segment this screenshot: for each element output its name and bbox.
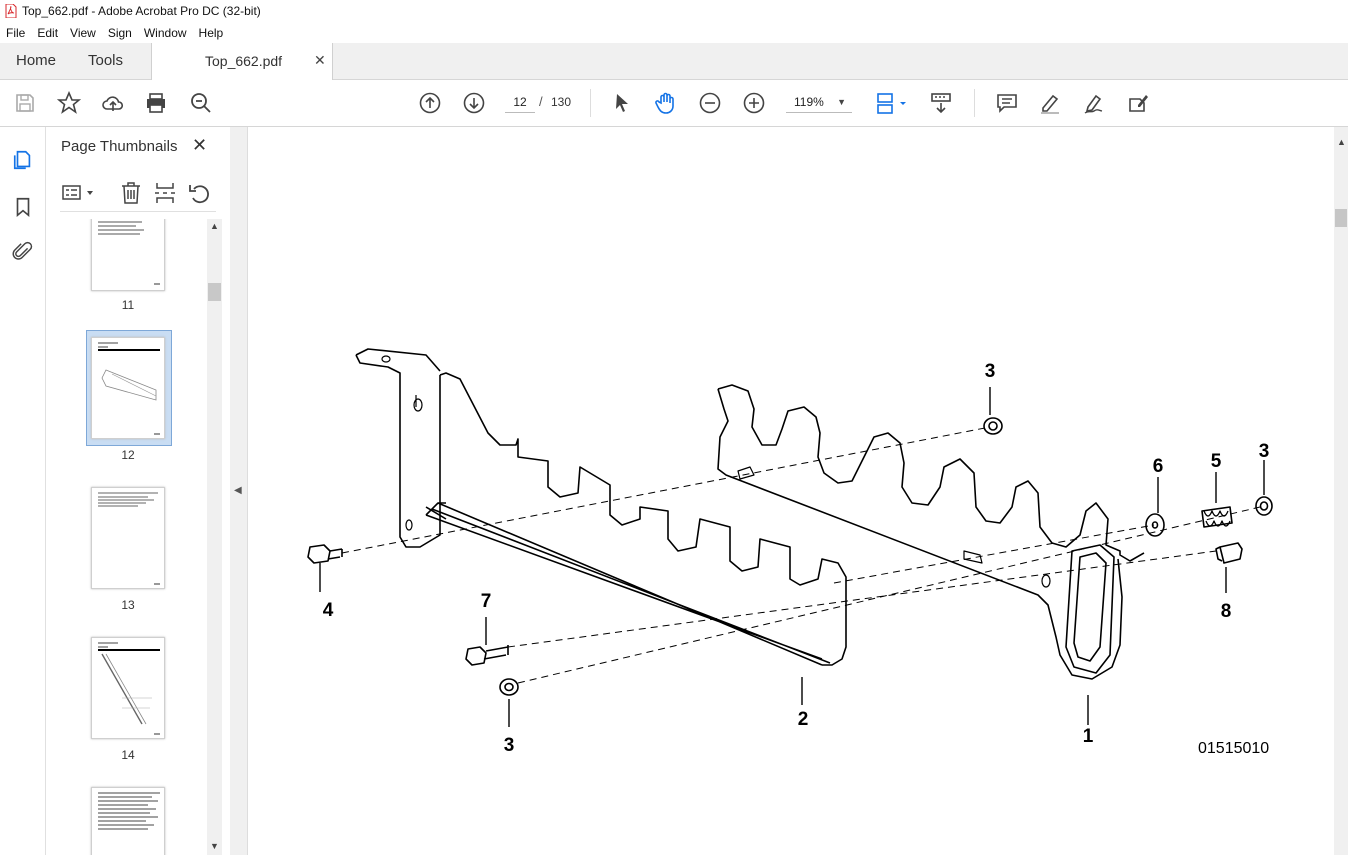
callout-number: 4 xyxy=(323,600,334,621)
callout-number: 8 xyxy=(1221,601,1232,622)
page-thumbnail[interactable] xyxy=(91,787,165,855)
page-number-input[interactable]: 12 xyxy=(505,92,535,113)
scroll-up-icon[interactable]: ▲ xyxy=(210,221,219,231)
scroll-up-icon[interactable]: ▲ xyxy=(1337,137,1346,147)
thumbnail-scrollbar[interactable]: ▲ ▼ xyxy=(207,219,222,855)
menu-file[interactable]: File xyxy=(6,25,26,40)
page-preview-image xyxy=(98,492,160,585)
panel-title: Page Thumbnails xyxy=(61,138,178,155)
thumbnail-toolbar xyxy=(60,175,216,212)
close-tab-icon[interactable]: ✕ xyxy=(314,52,326,68)
thumbnail-label: 14 xyxy=(121,748,135,762)
page-preview-image xyxy=(98,342,160,435)
callout-number: 2 xyxy=(798,709,809,730)
callout-number: 3 xyxy=(985,361,996,382)
thumbnail-label: 13 xyxy=(121,598,135,612)
chevron-down-icon: ▼ xyxy=(837,97,846,107)
callout-number: 7 xyxy=(481,591,492,612)
page-thumbnails-icon[interactable] xyxy=(10,147,36,173)
window-title: Top_662.pdf - Adobe Acrobat Pro DC (32-b… xyxy=(22,4,261,18)
upload-cloud-icon[interactable] xyxy=(100,90,126,116)
draw-sign-icon[interactable] xyxy=(1081,90,1107,116)
close-panel-icon[interactable]: ✕ xyxy=(192,135,208,155)
page-thumbnail[interactable] xyxy=(91,637,165,739)
zoom-level-select[interactable]: 119% ▼ xyxy=(786,92,852,113)
page-thumbnail[interactable] xyxy=(91,219,165,291)
pdf-file-icon xyxy=(5,4,17,18)
menu-sign[interactable]: Sign xyxy=(107,25,132,40)
fill-sign-icon[interactable] xyxy=(1125,90,1151,116)
scrollbar-thumb[interactable] xyxy=(208,283,221,301)
panel-collapse-handle[interactable]: ◀ xyxy=(230,127,248,855)
menu-edit[interactable]: Edit xyxy=(37,25,59,40)
zoom-search-icon[interactable] xyxy=(188,90,214,116)
zoom-in-icon[interactable] xyxy=(741,90,767,116)
page-preview-image xyxy=(98,642,160,735)
scrollbar-thumb[interactable] xyxy=(1335,209,1347,227)
options-menu-icon[interactable] xyxy=(62,183,96,203)
document-view[interactable]: 3 6 5 3 4 7 8 2 3 1 01515010 xyxy=(248,127,1334,855)
tab-document[interactable]: Top_662.pdf ✕ xyxy=(151,43,333,80)
thumbnail-label: 12 xyxy=(121,448,135,462)
page-thumbnail[interactable] xyxy=(91,487,165,589)
page-preview-image xyxy=(98,792,160,830)
callout-number: 3 xyxy=(504,735,515,756)
scroll-down-icon[interactable]: ▼ xyxy=(210,841,219,851)
callout-number: 5 xyxy=(1211,451,1222,472)
save-icon[interactable] xyxy=(12,90,38,116)
toolbar-divider xyxy=(974,89,975,117)
exploded-parts-drawing: 3 6 5 3 4 7 8 2 3 1 01515010 xyxy=(307,348,1273,757)
menu-window[interactable]: Window xyxy=(143,25,187,40)
left-navigation-rail xyxy=(0,127,46,855)
tab-tools[interactable]: Tools xyxy=(88,52,124,69)
callout-number: 3 xyxy=(1259,441,1270,462)
page-display-icon[interactable] xyxy=(874,90,912,116)
page-thumbnail-selected[interactable] xyxy=(91,337,165,439)
bookmarks-icon[interactable] xyxy=(10,194,36,220)
collapse-arrow-icon: ◀ xyxy=(234,485,242,496)
insert-pages-icon[interactable] xyxy=(154,181,176,205)
comment-icon[interactable] xyxy=(994,90,1020,116)
hand-tool-icon[interactable] xyxy=(653,90,679,116)
zoom-level-value: 119% xyxy=(794,95,824,109)
attachments-paperclip-icon[interactable] xyxy=(10,239,36,265)
next-page-icon[interactable] xyxy=(461,90,487,116)
tab-home[interactable]: Home xyxy=(16,52,57,69)
select-cursor-icon[interactable] xyxy=(609,90,635,116)
menu-view[interactable]: View xyxy=(70,25,96,40)
callout-number: 1 xyxy=(1083,726,1094,747)
thumbnail-list: 11 12 13 14 xyxy=(46,219,206,855)
tab-bar: Home Tools Top_662.pdf ✕ xyxy=(0,43,1348,80)
title-bar: Top_662.pdf - Adobe Acrobat Pro DC (32-b… xyxy=(0,0,1348,22)
callout-number: 6 xyxy=(1153,456,1164,477)
figure-number: 01515010 xyxy=(1198,740,1269,757)
print-icon[interactable] xyxy=(143,90,169,116)
zoom-out-icon[interactable] xyxy=(697,90,723,116)
thumbnail-label: 11 xyxy=(121,298,135,312)
previous-page-icon[interactable] xyxy=(417,90,443,116)
bookmark-star-icon[interactable] xyxy=(56,90,82,116)
main-toolbar: 12 / 130 119% ▼ xyxy=(0,80,1348,127)
scroll-mode-icon[interactable] xyxy=(928,90,954,116)
highlight-pen-icon[interactable] xyxy=(1037,90,1063,116)
page-preview-image xyxy=(98,221,160,285)
menu-help[interactable]: Help xyxy=(198,25,224,40)
delete-trash-icon[interactable] xyxy=(120,181,142,205)
page-thumbnails-panel: Page Thumbnails ✕ 11 12 xyxy=(46,127,230,855)
page-separator: / xyxy=(539,94,543,109)
document-scrollbar[interactable]: ▲ xyxy=(1334,127,1348,855)
toolbar-divider xyxy=(590,89,591,117)
rotate-page-icon[interactable] xyxy=(188,181,210,205)
menu-bar: File Edit View Sign Window Help xyxy=(0,22,1348,43)
total-pages: 130 xyxy=(551,95,572,109)
tab-document-label: Top_662.pdf xyxy=(205,53,283,69)
